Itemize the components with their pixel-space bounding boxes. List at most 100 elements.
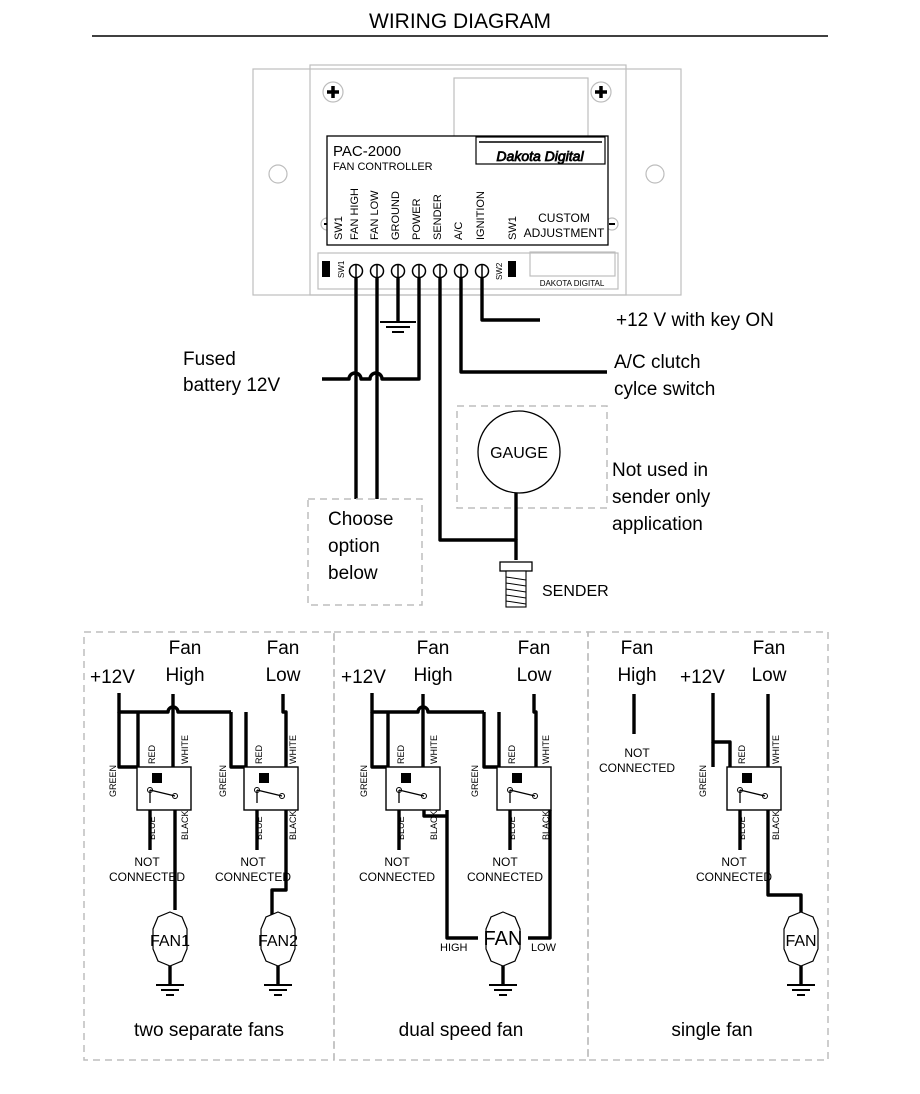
opt1-fan-low-wire (281, 694, 288, 767)
screw-left-icon (322, 81, 344, 103)
mount-hole-right (645, 164, 665, 184)
option-single-fan: Fan High +12V Fan Low NOT CONNECTED GREE… (599, 638, 819, 1041)
terminal-screws (348, 263, 490, 279)
opt1-ground2-icon (264, 984, 292, 996)
term-label-fan-high: FAN HIGH (349, 188, 361, 240)
opt3-fan-label: FAN (785, 933, 816, 950)
opt2-r1-blue: BLUE (396, 816, 406, 840)
ground-symbol-icon (380, 321, 416, 333)
controller-subtitle: FAN CONTROLLER (333, 161, 433, 173)
opt3-fan-low-line2: Low (752, 665, 787, 686)
opt3-black-wire (766, 810, 803, 915)
term-label-fan-low: FAN LOW (369, 190, 381, 240)
opt1-fan-low-line2: Low (266, 665, 301, 686)
opt3-nc-top-line2: CONNECTED (599, 761, 675, 775)
opt1-green-1 (117, 712, 138, 769)
opt2-r2-black: BLACK (541, 810, 551, 840)
opt3-relay-icon (726, 766, 782, 811)
not-used-line2: sender only (612, 487, 711, 508)
opt2-relay-2-icon (496, 766, 552, 811)
opt2-fan-high-line2: High (413, 665, 452, 686)
gauge-group: GAUGE (456, 405, 608, 540)
opt1-ground1-icon (156, 984, 184, 996)
opt2-nc1-line2: CONNECTED (359, 870, 435, 884)
opt1-nc2-line1: NOT (240, 855, 266, 869)
opt1-r2-white: WHITE (288, 735, 298, 764)
controller-model: PAC-2000 (333, 143, 401, 160)
opt2-nc1-line1: NOT (384, 855, 410, 869)
opt1-plus12v: +12V (90, 667, 135, 688)
controller-wires (322, 278, 607, 560)
opt3-red: RED (737, 744, 747, 764)
opt1-relay-1-icon (136, 766, 192, 811)
opt1-r1-green: GREEN (108, 765, 118, 797)
not-used-line1: Not used in (612, 460, 708, 481)
fused-label-line1: Fused (183, 349, 236, 370)
fused-label-line2: battery 12V (183, 375, 280, 396)
adjust-pot (529, 251, 616, 277)
opt3-fan-high-line2: High (617, 665, 656, 686)
opt1-r2-green: GREEN (218, 765, 228, 797)
opt2-high-tag: HIGH (440, 942, 468, 954)
opt1-r2-black-wire (270, 810, 288, 915)
wire-ignition (480, 278, 540, 322)
gauge-label: GAUGE (490, 445, 548, 462)
opt1-fan-low-line1: Fan (267, 638, 300, 659)
opt1-bus-12v (117, 693, 231, 714)
mount-hole-left (268, 164, 288, 184)
opt2-ground-icon (489, 984, 517, 996)
opt3-nc-top-line1: NOT (624, 746, 650, 760)
opt1-fan-high-line2: High (165, 665, 204, 686)
opt1-fan-high-line1: Fan (169, 638, 202, 659)
opt3-nc-line2: CONNECTED (696, 870, 772, 884)
opt1-nc1-line2: CONNECTED (109, 870, 185, 884)
opt1-caption: two separate fans (134, 1020, 284, 1041)
brand-logo: Dakota Digital (496, 148, 584, 164)
opt2-fan-high-line1: Fan (417, 638, 450, 659)
choose-option-box (307, 498, 423, 606)
wire-power (322, 278, 421, 381)
dip-switch-sw1 (322, 261, 330, 277)
opt3-black: BLACK (771, 810, 781, 840)
custom-adjust-line2: ADJUSTMENT (524, 226, 605, 240)
opt2-fan-label: FAN (484, 928, 523, 950)
opt1-r2-blue: BLUE (254, 816, 264, 840)
sw1-small-label: SW1 (337, 260, 346, 278)
sw2-small-label: SW2 (495, 262, 504, 280)
opt2-r2-red: RED (507, 744, 517, 764)
choose-line2: option (328, 536, 380, 557)
opt1-r1-blue: BLUE (147, 816, 157, 840)
gauge-icon (477, 410, 561, 494)
controller-face (309, 64, 627, 296)
opt1-r1-black: BLACK (180, 810, 190, 840)
ac-label-line2: cylce switch (614, 379, 715, 400)
controller-unit: PAC-2000 FAN CONTROLLER Dakota Digital S… (252, 64, 682, 296)
opt2-plus12v: +12V (341, 667, 386, 688)
opt2-fan-low-line1: Fan (518, 638, 551, 659)
wire-sender (438, 278, 518, 560)
term-label-sw1: SW1 (333, 216, 345, 240)
opt2-r2-green: GREEN (470, 765, 480, 797)
terminal-strip (317, 252, 619, 290)
opt1-r1-white: WHITE (180, 735, 190, 764)
term-label-ac: A/C (453, 222, 465, 240)
term-label-power: POWER (411, 198, 423, 240)
sender-label: SENDER (542, 583, 609, 600)
not-used-line3: application (612, 514, 703, 535)
opt3-plus12v: +12V (680, 667, 725, 688)
brand-small: DAKOTA DIGITAL (540, 279, 605, 288)
opt3-ground-icon (787, 984, 815, 996)
option-two-separate-fans: +12V Fan High Fan Low GREEN RED WHITE BL… (90, 638, 301, 1041)
opt3-fan-low-line1: Fan (753, 638, 786, 659)
option-dual-speed-fan: +12V Fan High Fan Low GREEN RED WHITE BL… (341, 638, 557, 1041)
opt3-12v-wire (711, 693, 732, 767)
opt2-caption: dual speed fan (399, 1020, 524, 1041)
term-label-sender: SENDER (432, 194, 444, 240)
opt1-r2-red: RED (254, 744, 264, 764)
opt1-green-2 (229, 712, 246, 769)
term-label-ignition: IGNITION (475, 191, 487, 240)
opt2-low-wire (528, 810, 552, 940)
opt2-low-tag: LOW (531, 942, 557, 954)
screw-right-icon (590, 81, 612, 103)
opt2-bus-12v (370, 693, 484, 714)
